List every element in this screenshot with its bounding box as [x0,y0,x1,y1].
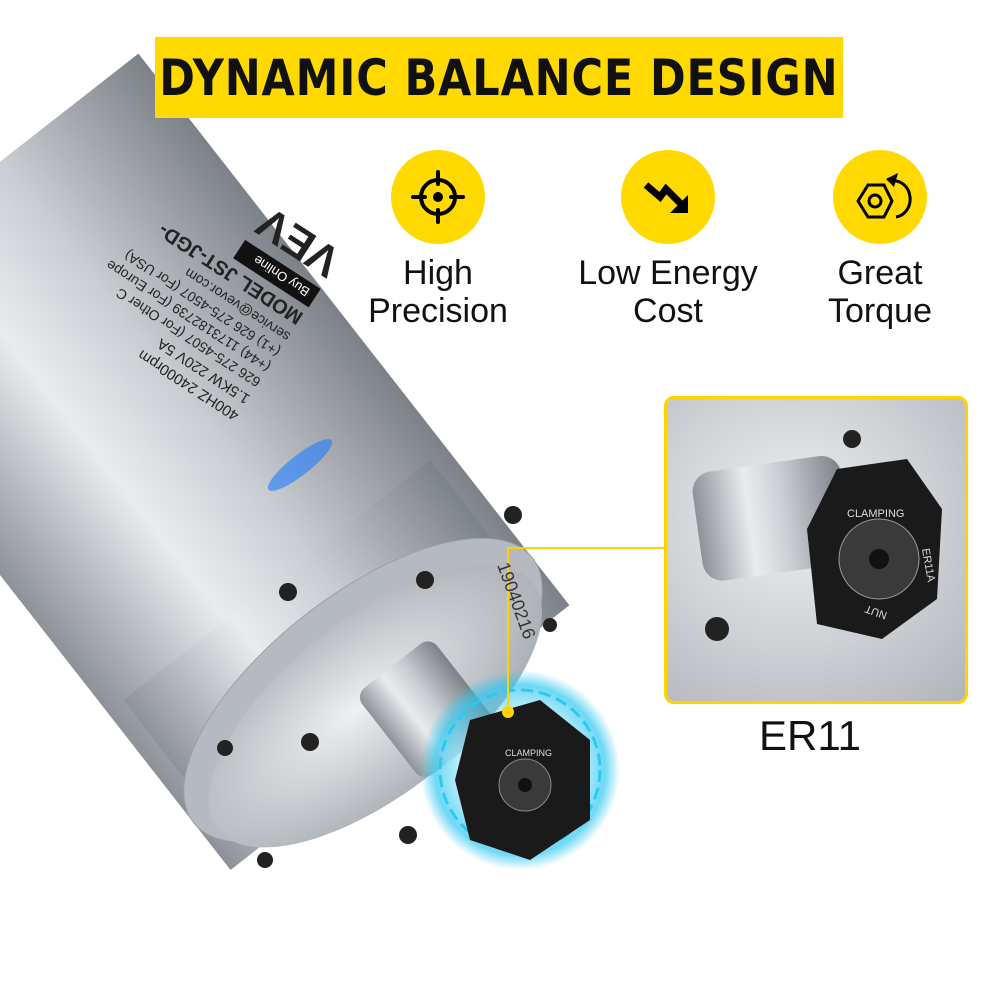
page-title: DYNAMIC BALANCE DESIGN [159,48,839,107]
collet-label-clamping: CLAMPING [847,508,904,520]
trend-down-arrow-icon [621,150,715,244]
hex-nut-rotate-icon [833,150,927,244]
feature-label: Torque [828,292,932,330]
collet-label-clamping: CLAMPING [505,748,552,758]
callout-line [507,547,665,712]
title-banner: DYNAMIC BALANCE DESIGN [155,37,843,118]
feature-label: Precision [368,292,508,330]
crosshair-target-icon [391,150,485,244]
feature-label: Cost [633,292,703,330]
feature-label: High [403,254,473,292]
inset-caption: ER11 [759,712,861,759]
face-bolts [217,506,557,868]
collet-label-er11a: ER11A [919,547,937,583]
feature-label: Great [837,254,923,292]
collet-closeup-inset: CLAMPING ER11A NUT [664,396,968,704]
feature-label: Low Energy [578,254,758,292]
